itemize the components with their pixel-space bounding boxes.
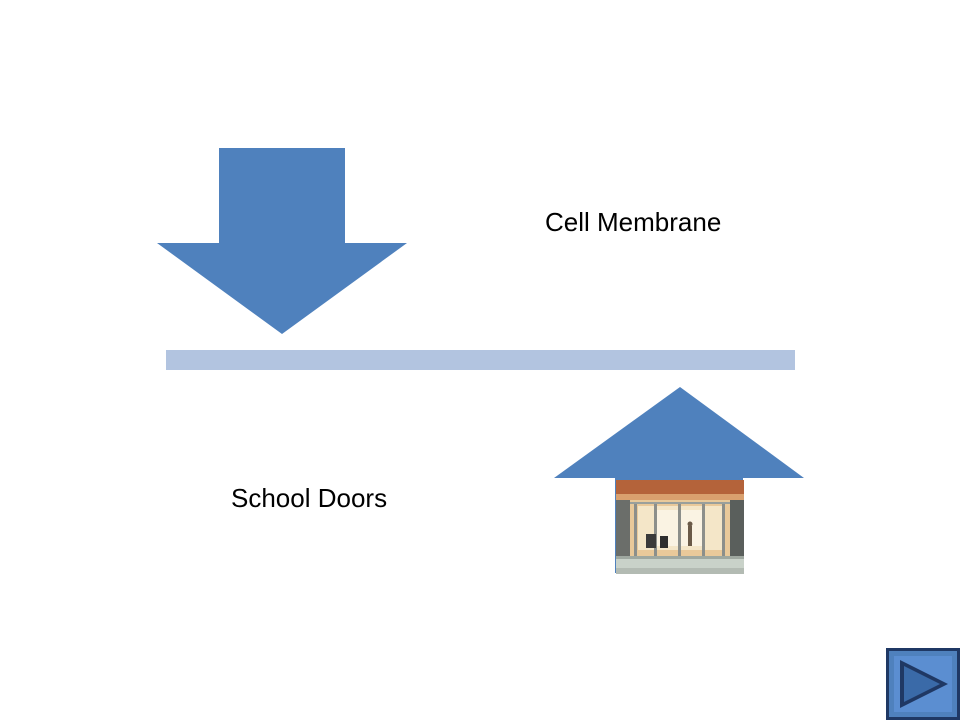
- school-doors-label: School Doors: [231, 483, 388, 513]
- up-arrow-icon: [554, 387, 804, 478]
- play-triangle-icon: [886, 648, 960, 720]
- cell-membrane-label: Cell Membrane: [545, 207, 722, 237]
- next-slide-button[interactable]: [886, 648, 960, 720]
- down-arrow-icon: [157, 148, 407, 334]
- school-doors-photo: [616, 480, 744, 574]
- membrane-bar: [166, 350, 795, 370]
